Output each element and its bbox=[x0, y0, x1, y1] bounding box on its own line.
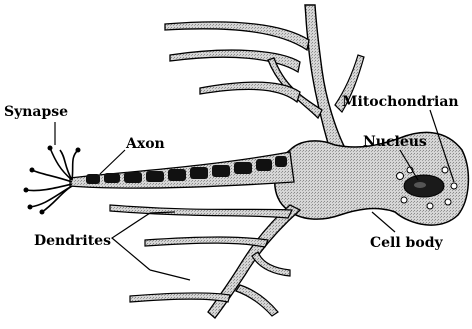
mitochondria-dot bbox=[397, 173, 404, 180]
dendrite-branch-top bbox=[165, 22, 309, 50]
synapse-branch bbox=[72, 150, 78, 180]
leader-dendrites-lower bbox=[150, 270, 190, 280]
synapse-knob bbox=[48, 146, 53, 151]
synapse-knob bbox=[76, 148, 81, 153]
myelin-segment bbox=[168, 169, 186, 181]
myelin-segment bbox=[104, 173, 120, 183]
dendrite-branch-mid-left bbox=[200, 82, 300, 102]
mitochondria-dot bbox=[451, 183, 457, 189]
synapse-knob bbox=[40, 210, 45, 215]
dendrite-branch-lower-right bbox=[252, 252, 290, 276]
dendrite-branch-bottom-right bbox=[236, 285, 278, 316]
dendrite-branch-lower-mid bbox=[145, 237, 268, 247]
nucleolus bbox=[414, 182, 426, 188]
mitochondria-dot bbox=[401, 197, 407, 203]
label-mitochondrian: Mitochondrian bbox=[342, 94, 459, 110]
leader-cell-body bbox=[372, 212, 395, 232]
myelin-segment bbox=[256, 159, 272, 171]
label-dendrites: Dendrites bbox=[34, 233, 111, 249]
myelin-segment bbox=[275, 156, 287, 167]
label-cell-body: Cell body bbox=[370, 235, 443, 251]
myelin-segment bbox=[234, 162, 252, 174]
leader-dendrites bbox=[112, 213, 150, 270]
myelin-segment bbox=[212, 165, 230, 177]
synapse-knob bbox=[24, 188, 29, 193]
dendrite-branch-lower-left bbox=[110, 205, 292, 218]
synapse-knob bbox=[28, 205, 33, 210]
myelin-segment bbox=[124, 172, 142, 183]
label-nucleus: Nucleus bbox=[363, 134, 427, 150]
synapse-branch bbox=[32, 170, 72, 182]
mitochondria-dot bbox=[442, 167, 448, 173]
synapse-knob bbox=[30, 168, 35, 173]
mitochondria-dot bbox=[445, 199, 451, 205]
label-axon: Axon bbox=[125, 136, 165, 152]
dendrite-upper-trunk bbox=[305, 5, 345, 150]
leader-axon bbox=[100, 150, 125, 174]
dendrite-branch-upper-left bbox=[170, 50, 300, 72]
label-synapse: Synapse bbox=[4, 104, 68, 120]
myelin-segment bbox=[190, 167, 208, 179]
dendrite-branch-bottom bbox=[130, 293, 230, 302]
myelin-segment bbox=[86, 174, 100, 184]
mitochondria-dot bbox=[427, 203, 433, 209]
myelin-segment bbox=[146, 171, 164, 182]
